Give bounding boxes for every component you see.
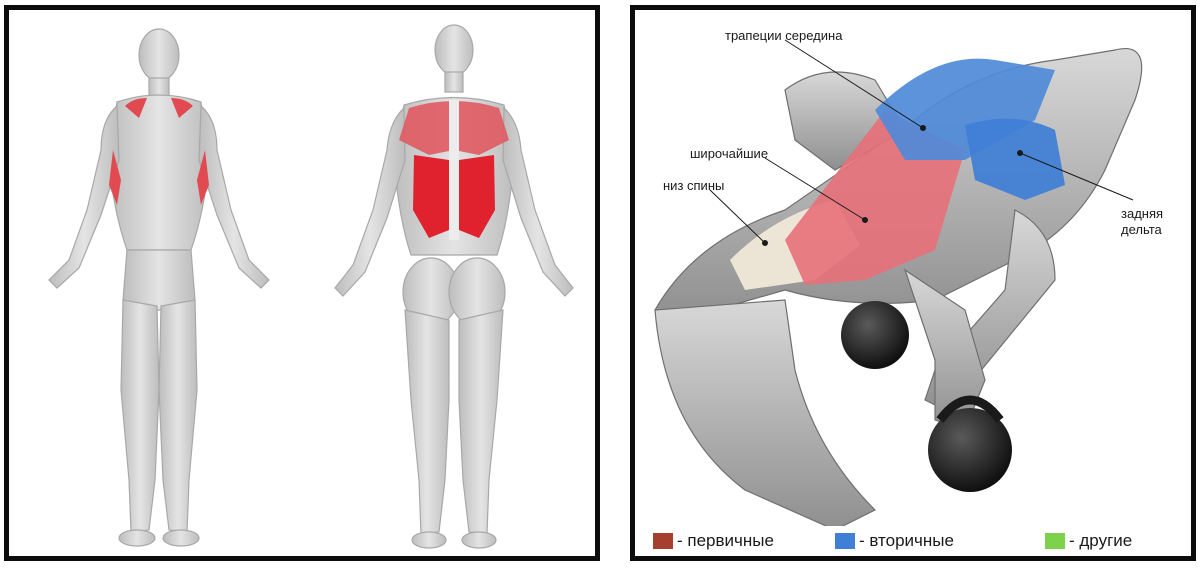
legend-item-secondary: - вторичные: [835, 531, 954, 551]
legend-label-primary: - первичные: [677, 531, 774, 551]
legend-swatch-other: [1045, 533, 1065, 549]
label-rear-delt-line2: дельта: [1121, 222, 1162, 237]
back-spine: [449, 100, 459, 240]
label-lower-back: низ спины: [663, 178, 724, 193]
legend-item-other: - другие: [1045, 531, 1132, 551]
kettlebell-back: [841, 301, 909, 369]
bent-over-row-panel: трапеции середина широчайшие низ спины з…: [630, 5, 1196, 561]
muscle-legend: - первичные - вторичные - другие: [635, 526, 1191, 556]
label-trapezius-middle: трапеции середина: [725, 28, 842, 43]
legend-swatch-secondary: [835, 533, 855, 549]
legend-item-primary: - первичные: [653, 531, 774, 551]
label-rear-delt-line1: задняя: [1121, 206, 1163, 221]
legend-swatch-primary: [653, 533, 673, 549]
label-latissimus: широчайшие: [690, 146, 768, 161]
front-body-figure: [49, 29, 269, 546]
bent-over-row-illustration: [635, 10, 1191, 526]
kettlebell-front: [928, 408, 1012, 492]
legend-label-other: - другие: [1069, 531, 1132, 551]
legend-label-secondary: - вторичные: [859, 531, 954, 551]
anatomy-figures-illustration: [9, 10, 595, 556]
anatomy-figures-panel: [4, 5, 600, 561]
